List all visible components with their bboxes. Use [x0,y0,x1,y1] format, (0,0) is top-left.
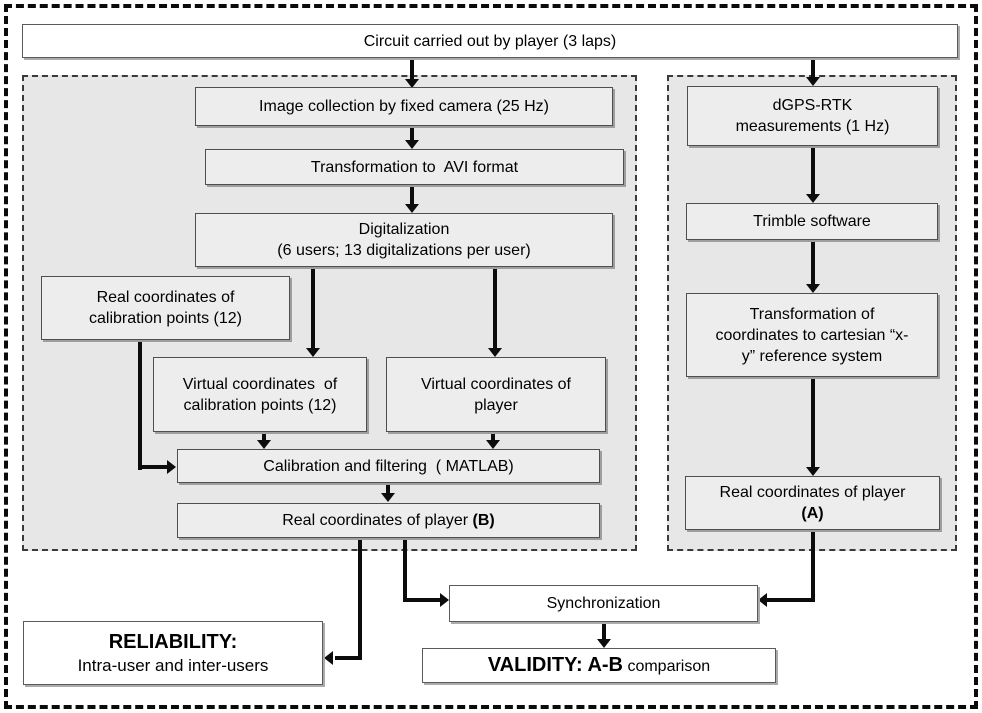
arrowhead-down-icon [806,284,820,293]
arrow-line [311,267,315,349]
node-image-collection: Image collection by fixed camera (25 Hz) [195,87,613,126]
arrow-line [811,240,815,285]
arrowhead-down-icon [486,440,500,449]
arrow-line [811,58,815,78]
arrow-line [811,146,815,195]
reliability-title: RELIABILITY: [108,631,238,653]
arrow-line [811,377,815,468]
node-label-line1: Transformation of [749,305,875,323]
node-calibration-filtering: Calibration and filtering ( MATLAB) [177,449,600,483]
node-digitalization: Digitalization (6 users; 13 digitalizati… [195,213,613,267]
node-real-coords-player-b: Real coordinates of player (B) [177,503,600,538]
node-label: Synchronization [546,595,661,612]
node-label: Calibration and filtering ( MATLAB) [263,457,514,475]
node-validity: VALIDITY: A-B comparison [422,648,776,683]
node-label-bold: (A) [801,505,824,522]
arrow-line [403,598,441,602]
arrow-line [410,185,414,205]
arrowhead-right-icon [440,593,449,607]
arrowhead-down-icon [257,440,271,449]
node-label-text: Real coordinates of player [719,484,906,501]
node-label: Transformation to AVI format [310,158,519,176]
arrow-line [410,58,414,80]
node-label-line3: y” reference system [741,347,883,365]
outer-dashed-border [4,4,978,709]
arrowhead-down-icon [806,467,820,476]
arrowhead-down-icon [405,79,419,88]
arrow-line [410,126,414,141]
node-label: Image collection by fixed camera (25 Hz) [259,98,549,115]
node-label-line2: calibration points (12) [89,310,242,327]
node-label-line1: Digitalization [358,221,450,238]
arrow-line [262,432,266,441]
arrow-line [491,432,495,441]
node-label-text: Real coordinates of player [282,512,473,529]
arrow-line [386,482,390,494]
node-label: Real coordinates of player (B) [282,510,495,531]
node-label-line2: coordinates to cartesian “x- [715,326,909,344]
node-label-line2: (6 users; 13 digitalizations per user) [277,242,531,259]
node-trimble-software: Trimble software [686,203,938,240]
arrow-line [602,622,606,640]
reliability-subtitle: Intra-user and inter-users [77,656,269,675]
node-label: Trimble software [753,213,871,230]
node-label-line2: player [474,396,518,414]
node-virtual-coords-player: Virtual coordinates of player [386,357,606,432]
validity-rest: comparison [623,657,711,675]
arrow-line [767,598,815,602]
node-real-coords-calibration: Real coordinates of calibration points (… [41,276,290,340]
validity-bold: VALIDITY: A-B [487,653,623,676]
arrowhead-right-icon [167,460,176,474]
arrow-line [493,267,497,349]
arrow-line [403,538,407,602]
node-label-line1: Virtual coordinates of [420,375,571,393]
node-synchronization: Synchronization [449,585,758,622]
arrow-line [138,340,142,470]
node-real-coords-player-a: Real coordinates of player (A) [685,476,940,530]
arrowhead-down-icon [806,194,820,203]
arrow-line [811,530,815,602]
arrowhead-down-icon [405,204,419,213]
node-label-line2: measurements (1 Hz) [735,118,890,135]
node-label-line1: Real coordinates of [96,289,235,306]
node-label: Circuit carried out by player (3 laps) [363,32,617,50]
arrowhead-down-icon [488,348,502,357]
node-label-line2: calibration points (12) [183,396,337,414]
arrowhead-down-icon [806,77,820,86]
node-virtual-coords-calibration: Virtual coordinates of calibration point… [153,357,367,432]
arrowhead-left-icon [324,651,333,665]
arrowhead-down-icon [597,639,611,648]
node-label-bold: (B) [472,512,495,529]
node-circuit: Circuit carried out by player (3 laps) [22,24,958,58]
node-cartesian-transform: Transformation of coordinates to cartesi… [686,293,938,377]
node-dgps-rtk: dGPS-RTK measurements (1 Hz) [687,86,938,146]
node-label-line1: dGPS-RTK [772,97,853,114]
arrowhead-down-icon [381,493,395,502]
arrowhead-down-icon [405,140,419,149]
arrowhead-left-icon [758,593,767,607]
node-avi-format: Transformation to AVI format [205,149,624,185]
arrowhead-down-icon [306,348,320,357]
arrow-line [138,465,168,469]
node-reliability: RELIABILITY: Intra-user and inter-users [23,621,323,685]
node-label: VALIDITY: A-B comparison [487,653,711,677]
arrow-line [358,538,362,660]
node-label-line1: Virtual coordinates of [182,375,338,393]
arrow-line [335,656,362,660]
